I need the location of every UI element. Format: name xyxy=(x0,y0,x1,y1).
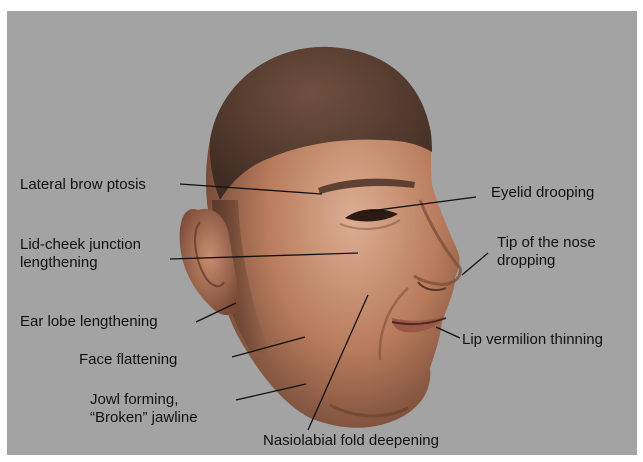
label-tip-of-nose: Tip of the nose dropping xyxy=(497,234,596,270)
label-lid-cheek-line-2: lengthening xyxy=(20,254,141,272)
label-jowl-forming: Jowl forming, “Broken” jawline xyxy=(90,391,198,427)
label-lid-cheek-line-1: Lid-cheek junction xyxy=(20,236,141,254)
label-eyelid-text: Eyelid drooping xyxy=(491,184,594,202)
label-eyelid-drooping: Eyelid drooping xyxy=(491,184,594,202)
label-lip-text: Lip vermilion thinning xyxy=(462,331,603,349)
leader-nose xyxy=(462,253,488,275)
label-ear-lobe-lengthening: Ear lobe lengthening xyxy=(20,313,158,331)
label-face-flattening-text: Face flattening xyxy=(79,351,177,369)
label-nasiolabial-text: Nasiolabial fold deepening xyxy=(263,432,439,450)
label-face-flattening: Face flattening xyxy=(79,351,177,369)
label-jowl-line-2: “Broken” jawline xyxy=(90,409,198,427)
label-lip-vermilion-thinning: Lip vermilion thinning xyxy=(462,331,603,349)
label-ear-lobe-text: Ear lobe lengthening xyxy=(20,313,158,331)
label-jowl-line-1: Jowl forming, xyxy=(90,391,198,409)
label-nose-line-2: dropping xyxy=(497,252,596,270)
label-lid-cheek-junction: Lid-cheek junction lengthening xyxy=(20,236,141,272)
label-lateral-brow-ptosis: Lateral brow ptosis xyxy=(20,176,146,194)
label-nasiolabial-fold: Nasiolabial fold deepening xyxy=(263,432,439,450)
label-nose-line-1: Tip of the nose xyxy=(497,234,596,252)
label-lateral-brow-ptosis-text: Lateral brow ptosis xyxy=(20,176,146,194)
